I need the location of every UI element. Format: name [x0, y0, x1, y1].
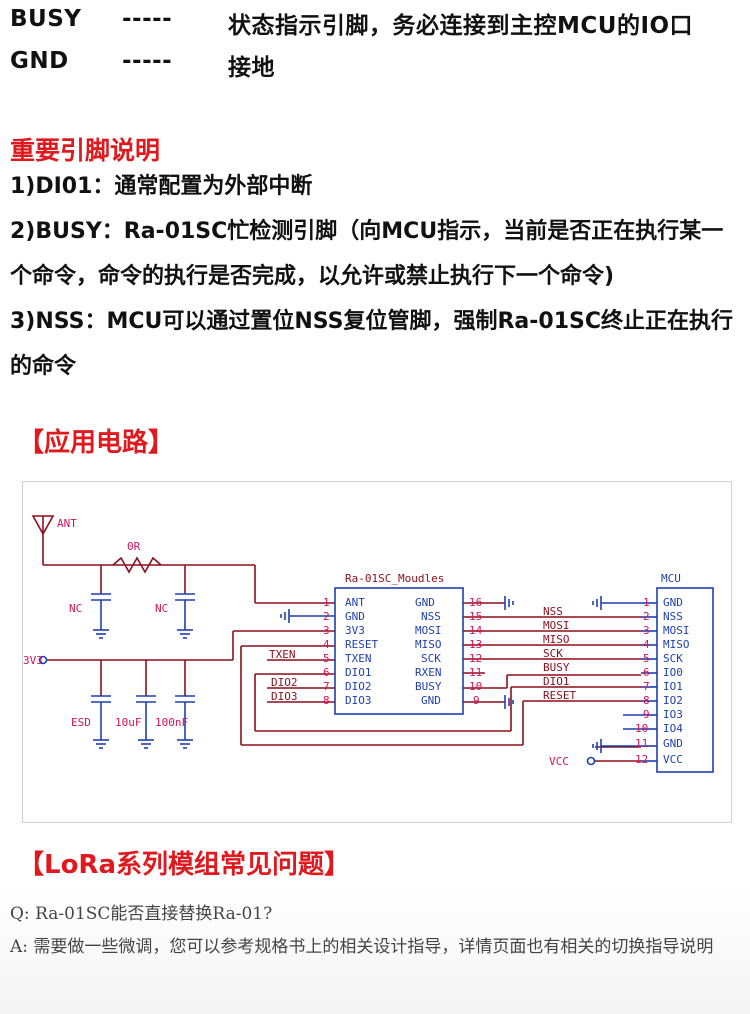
pin-section-title: 重要引脚说明 [10, 136, 161, 165]
mcu-pin-num: 4 [643, 638, 650, 651]
mcu-pin-label: IO1 [663, 680, 683, 693]
faq-body: Q: Ra-01SC能否直接替换Ra-01? A: 需要做一些微调，您可以参考规… [10, 898, 745, 964]
module-pin-num: 7 [323, 680, 330, 693]
mcu-pin-num: 12 [635, 753, 648, 766]
module-pin-num: 15 [469, 610, 482, 623]
module-pin-label: DIO1 [345, 666, 372, 679]
module-pin-label: MOSI [415, 624, 442, 637]
pin-desc: 接地 [228, 55, 275, 81]
pin-line-busy: 2)BUSY：Ra-01SC忙检测引脚（向MCU指示，当前是否正在执行某一个命令… [10, 219, 724, 289]
module-pin-num: 14 [469, 624, 483, 637]
module-pin-label: ANT [345, 596, 365, 609]
app-circuit-title: 【应用电路】 [18, 428, 175, 458]
module-pin-num: 11 [469, 666, 482, 679]
mcu-pin-label: IO4 [663, 722, 683, 735]
module-pin-label: GND [415, 596, 435, 609]
module-pin-label: DIO3 [345, 694, 372, 707]
mcu-pin-num: 7 [643, 680, 650, 693]
module-pin-label: NSS [421, 610, 441, 623]
faq-background [0, 885, 750, 1014]
pin-dash: ----- [122, 6, 173, 32]
module-pin-num: 8 [323, 694, 330, 707]
pin-line-nss: 3)NSS：MCU可以通过置位NSS复位管脚，强制Ra-01SC终止正在执行的命… [10, 309, 734, 379]
module-pin-label: 3V3 [345, 624, 365, 637]
mcu-pin-num: 9 [643, 708, 650, 721]
mcu-pin-label: IO3 [663, 708, 683, 721]
module-pin-label: SCK [421, 652, 441, 665]
pin-desc: 状态指示引脚，务必连接到主控MCU的IO口 [228, 13, 694, 39]
mcu-pin-num: 6 [643, 666, 650, 679]
pin-name: BUSY [10, 6, 82, 32]
nc-label-2: NC [155, 602, 168, 615]
mcu-pin-label: SCK [663, 652, 683, 665]
module-title: Ra-01SC_Moudles [345, 572, 444, 585]
mcu-pin-num: 8 [643, 694, 650, 707]
module-pin-num: 16 [469, 596, 482, 609]
mcu-pin-label: GND [663, 596, 683, 609]
module-pin-num: 6 [323, 666, 330, 679]
resistor-label: 0R [127, 540, 141, 553]
net-label: RESET [543, 689, 576, 702]
net-label: DIO2 [271, 676, 298, 689]
module-pin-num: 10 [469, 680, 482, 693]
mcu-pin-label: GND [663, 737, 683, 750]
mcu-pin-label: NSS [663, 610, 683, 623]
mcu-pin-label: IO0 [663, 666, 683, 679]
mcu-title: MCU [661, 572, 681, 585]
module-pin-num: 5 [323, 652, 330, 665]
pin-line-dio1: 1)DI01：通常配置为外部中断 [10, 174, 313, 199]
cap1-label: 10uF [115, 716, 142, 729]
mcu-pin-num: 11 [635, 737, 648, 750]
net-label: MISO [543, 633, 570, 646]
module-pin-label: TXEN [345, 652, 372, 665]
faq-answer: A: 需要做一些微调，您可以参考规格书上的相关设计指导，详情页面也有相关的切换指… [10, 937, 714, 957]
mcu-pin-num: 10 [635, 722, 648, 735]
mcu-pin-num: 2 [643, 610, 650, 623]
module-pin-num: 1 [323, 596, 330, 609]
module-pin-num: 4 [323, 638, 330, 651]
module-pin-label: BUSY [415, 680, 442, 693]
pin-name: GND [10, 48, 69, 74]
faq-title: 【LoRa系列模组常见问题】 [18, 850, 350, 880]
module-pin-label: MISO [415, 638, 442, 651]
cap2-label: 100nF [155, 716, 188, 729]
net-label: BUSY [543, 661, 570, 674]
faq-question: Q: Ra-01SC能否直接替换Ra-01? [10, 904, 273, 924]
mcu-pin-num: 3 [643, 624, 650, 637]
nc-label-1: NC [69, 602, 82, 615]
module-pin-num: 2 [323, 610, 330, 623]
mcu-pin-num: 5 [643, 652, 650, 665]
pin-section-body: 1)DI01：通常配置为外部中断 2)BUSY：Ra-01SC忙检测引脚（向MC… [10, 164, 740, 389]
schematic-diagram: ANT 0R NC NC 3V3 ESD 10uF 100nF Ra-01SC_… [22, 481, 732, 823]
module-pin-num: 9 [473, 694, 480, 707]
vcc-label: VCC [549, 755, 569, 768]
mcu-pin-label: MISO [663, 638, 690, 651]
module-pin-num: 13 [469, 638, 482, 651]
v3-label: 3V3 [23, 654, 43, 667]
mcu-pin-label: VCC [663, 753, 683, 766]
net-label: NSS [543, 605, 563, 618]
net-label: DIO1 [543, 675, 570, 688]
module-pin-label: GND [421, 694, 441, 707]
mcu-pin-label: IO2 [663, 694, 683, 707]
ant-label: ANT [57, 517, 77, 530]
module-pin-label: RXEN [415, 666, 442, 679]
esd-label: ESD [71, 716, 91, 729]
net-label: SCK [543, 647, 563, 660]
module-pin-num: 3 [323, 624, 330, 637]
pin-dash: ----- [122, 48, 173, 74]
mcu-pin-num: 1 [643, 596, 650, 609]
module-pin-label: GND [345, 610, 365, 623]
net-label: TXEN [269, 648, 296, 661]
module-pin-label: DIO2 [345, 680, 372, 693]
mcu-pin-label: MOSI [663, 624, 690, 637]
net-label: MOSI [543, 619, 570, 632]
net-label: DIO3 [271, 690, 298, 703]
module-pin-num: 12 [469, 652, 482, 665]
module-pin-label: RESET [345, 638, 378, 651]
